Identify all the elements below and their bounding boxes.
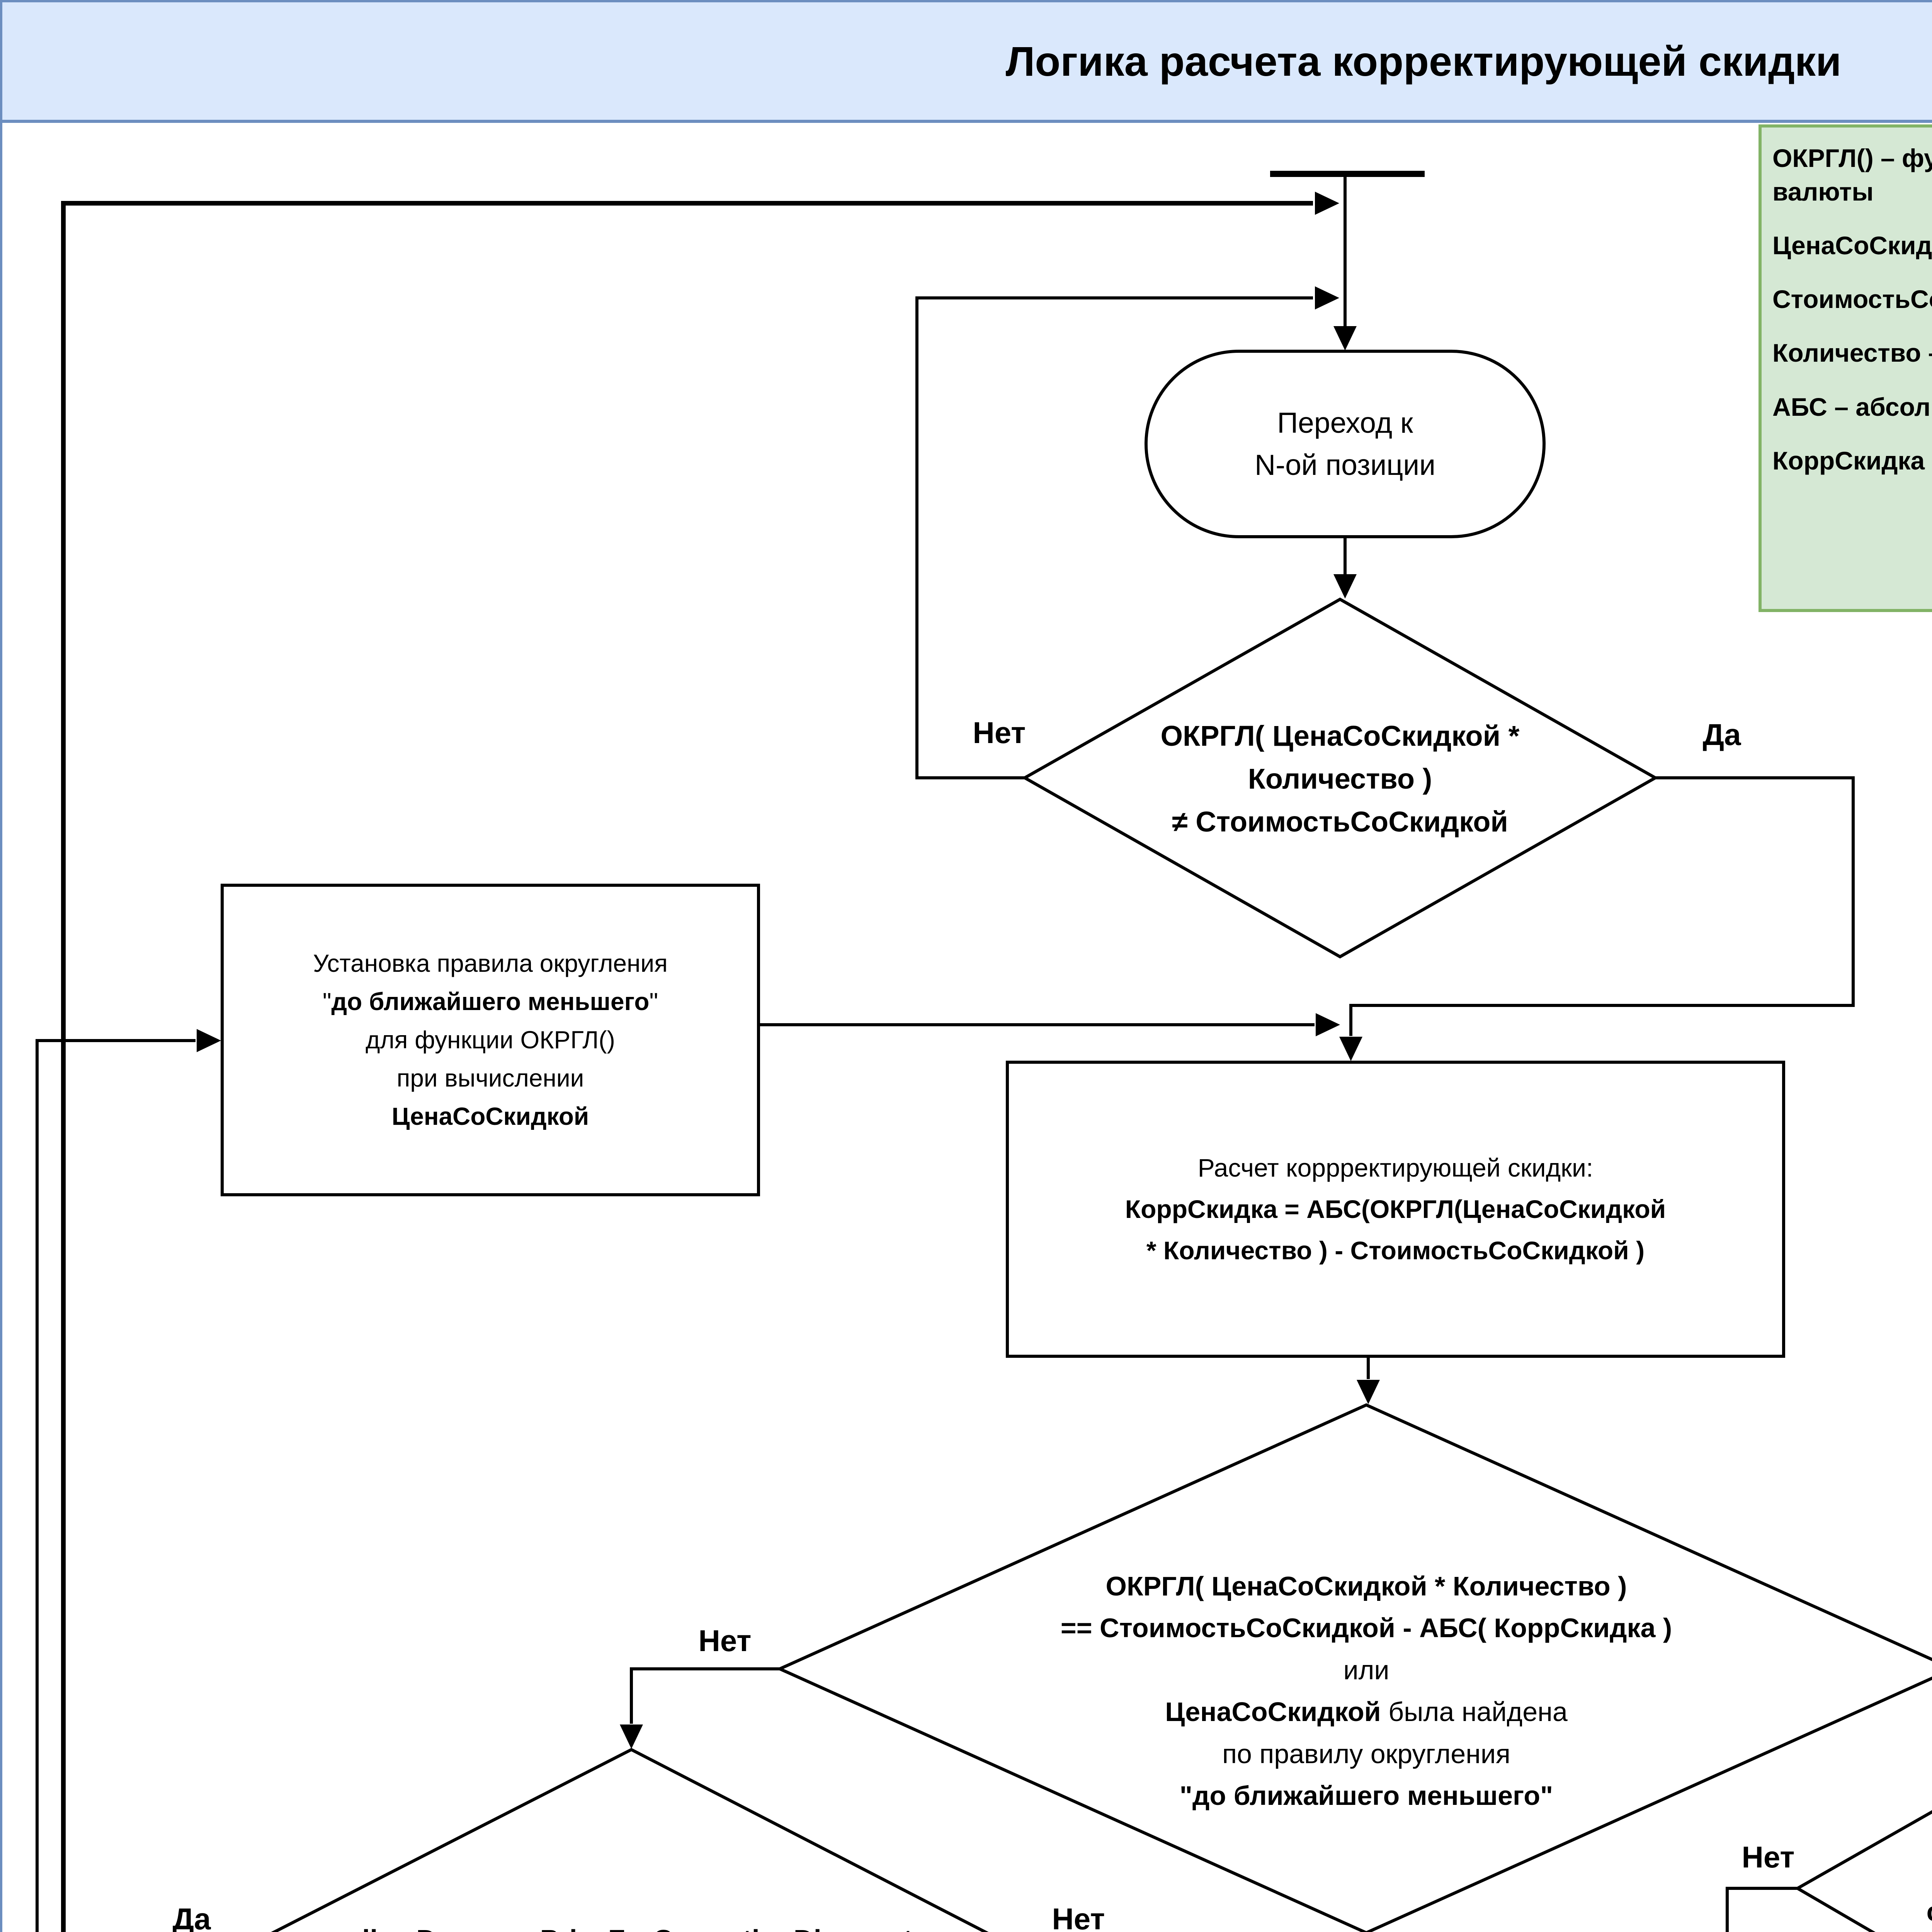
decision1-line1: ОКРГЛ( ЦенаСоСкидкой *	[1160, 719, 1520, 752]
legend-item-quantity: Количество – количество товара в позиции…	[1772, 338, 1932, 367]
arrowhead-no1-into-start	[1315, 286, 1339, 310]
decision1-line3: ≠ СтоимостьСоСкидкой	[1172, 805, 1508, 838]
legend-item-price: ЦенаСоСкидкой = ОКРГЛ(СтоимостьСоСкидкой…	[1772, 231, 1932, 260]
arrowhead-yes1-into-calc	[1339, 1037, 1362, 1061]
decision3-shape	[271, 1748, 989, 1932]
page-title: Логика расчета корректирующей скидки	[1005, 37, 1842, 85]
arrow-heads	[197, 192, 1380, 1749]
start-marker-bar	[1270, 171, 1425, 177]
calc-shape	[1006, 1061, 1785, 1358]
decision1-node: ОКРГЛ( ЦенаСоСкидкой * Количество ) ≠ Ст…	[1025, 599, 1655, 958]
edge-label-decision3-no: Нет	[1052, 1901, 1105, 1932]
decision2-line4: ЦенаСоСкидкой была найдена	[1165, 1697, 1568, 1727]
calc-line2: КоррСкидка = АБС(ОКРГЛ(ЦенаСоСкидкой	[1125, 1195, 1666, 1224]
edge-label-decision1-yes: Да	[1702, 717, 1741, 752]
setup-line5: ЦенаСоСкидкой	[391, 1102, 589, 1131]
decision2-line5: по правилу округления	[1222, 1738, 1510, 1769]
start-node-line2: N-ой позиции	[1254, 449, 1436, 481]
edge-label-decision1-no: Нет	[973, 715, 1026, 750]
start-node-shape	[1145, 350, 1546, 538]
setup-line2: "до ближайшего меньшего"	[322, 987, 658, 1015]
arrowhead-loop-into-start	[1315, 192, 1339, 215]
decision1-line2: Количество )	[1248, 762, 1432, 795]
edge-decision1-yes	[1349, 776, 1855, 1036]
calc-line3: * Количество ) - СтоимостьСоСкидкой )	[1146, 1236, 1645, 1265]
decision3-line1: allowDecreasePriceForCorrectionDiscount	[347, 1918, 912, 1932]
arrowhead-into-setup	[197, 1029, 221, 1052]
setup-line1: Установка правила округления	[313, 949, 668, 977]
decision2-line2: == СтоимостьСоСкидкой - АБС( КоррСкидка …	[1060, 1613, 1672, 1643]
decision2-shape	[776, 1403, 1932, 1932]
edge-decision3-yes	[36, 1039, 196, 1932]
edge-label-decision4-no: Нет	[1742, 1840, 1795, 1874]
decision2-line6: "до ближайшего меньшего"	[1179, 1781, 1553, 1811]
legend-box: ОКРГЛ() – функция округления по правилу …	[1759, 124, 1932, 612]
arrowhead-into-decision1	[1333, 574, 1357, 599]
legend-item-okrgl: ОКРГЛ() – функция округления по правилу …	[1772, 144, 1932, 206]
legend-item-abs: АБС – абсолютное значение	[1772, 392, 1932, 421]
decision2-line1: ОКРГЛ( ЦенаСоСкидкой * Количество )	[1105, 1571, 1627, 1601]
start-node-line1: Переход к	[1277, 406, 1413, 439]
decision4-shape	[1794, 1810, 1932, 1932]
title-bar: Логика расчета корректирующей скидки	[2, 2, 1932, 123]
edge-decision4-no	[1726, 1887, 1798, 1932]
decision1-shape	[1021, 597, 1659, 959]
edge-label-decision2-no: Нет	[698, 1623, 752, 1658]
arrowhead-into-start-node	[1333, 326, 1357, 350]
legend-item-cost: СтоимостьСоСкидкой – итоговая сумма посл…	[1772, 285, 1932, 314]
legend-item-corr: КоррСкидка – корректирующая скидка	[1772, 446, 1932, 475]
arrowhead-into-decision3	[620, 1725, 643, 1749]
setup-line4: при вычислении	[396, 1064, 584, 1092]
setup-rule-shape	[221, 884, 760, 1196]
arrowhead-setup-into-calc	[1316, 1013, 1340, 1036]
start-node: Переход к N-ой позиции	[1146, 351, 1544, 537]
decision4-line2: correctionDiscountSumLimit	[1927, 1891, 1932, 1932]
calc-node: Расчет коррректирующей скидки: КоррСкидк…	[1007, 1062, 1784, 1356]
decision3-node: allowDecreasePriceForCorrectionDiscount …	[237, 1750, 1022, 1932]
edge-loop-to-start	[61, 201, 1313, 1932]
edge-label-decision3-yes: Да	[172, 1901, 211, 1932]
edge-decision2-no	[630, 1667, 780, 1724]
decision2-node: ОКРГЛ( ЦенаСоСкидкой * Количество ) == С…	[780, 1405, 1932, 1932]
setup-rule-node: Установка правила округления "до ближайш…	[222, 885, 759, 1195]
edge-decision1-no	[915, 296, 1313, 779]
calc-line1: Расчет коррректирующей скидки:	[1197, 1153, 1594, 1182]
connector-lines	[36, 177, 1855, 1932]
decision2-line3: или	[1343, 1655, 1389, 1685]
decision4-node: КоррСкидка > correctionDiscountSumLimit	[1798, 1706, 1932, 1932]
arrowhead-into-decision2	[1357, 1380, 1380, 1404]
flowchart-shapes	[221, 171, 1932, 1932]
setup-line3: для функции ОКРГЛ()	[366, 1026, 615, 1054]
